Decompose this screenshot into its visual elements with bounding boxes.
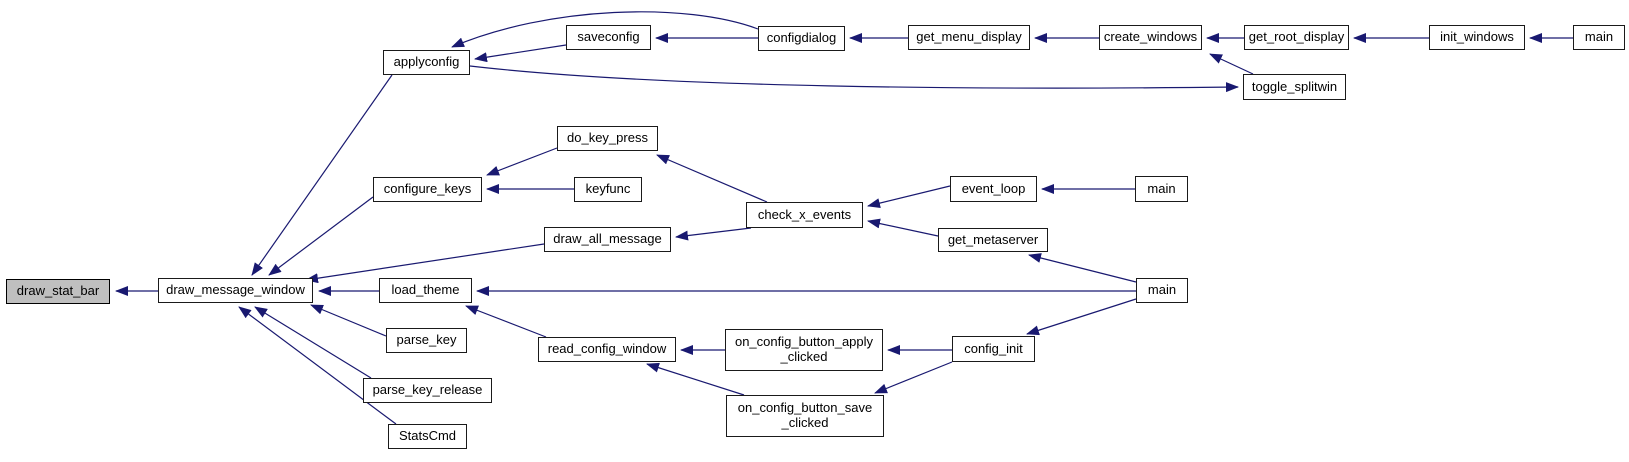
node-configdialog[interactable]: configdialog <box>758 26 845 51</box>
node-main-2[interactable]: main <box>1135 176 1188 202</box>
node-do_key_press[interactable]: do_key_press <box>557 126 658 151</box>
node-parse_key[interactable]: parse_key <box>386 328 467 353</box>
node-draw_message_window[interactable]: draw_message_window <box>158 278 313 303</box>
edge-StatsCmd-to-draw_message_window <box>238 306 397 425</box>
node-StatsCmd[interactable]: StatsCmd <box>388 424 467 449</box>
edge-config_init-to-on_config_button_save_clicked <box>874 361 953 394</box>
node-on_config_button_apply_clicked[interactable]: on_config_button_apply _clicked <box>725 329 883 371</box>
node-applyconfig[interactable]: applyconfig <box>383 50 470 75</box>
node-get_root_display[interactable]: get_root_display <box>1244 25 1349 50</box>
node-read_config_window[interactable]: read_config_window <box>538 337 676 362</box>
node-check_x_events[interactable]: check_x_events <box>746 202 863 228</box>
edge-check_x_events-to-do_key_press <box>656 154 768 203</box>
node-create_windows[interactable]: create_windows <box>1099 25 1202 50</box>
node-get_menu_display[interactable]: get_menu_display <box>908 25 1030 50</box>
edge-check_x_events-to-draw_all_message <box>675 227 752 241</box>
node-on_config_button_save_clicked[interactable]: on_config_button_save _clicked <box>726 395 884 437</box>
edge-draw_all_message-to-draw_message_window <box>305 243 545 284</box>
edge-saveconfig-to-applyconfig <box>474 44 567 63</box>
edge-configdialog-to-applyconfig <box>451 11 759 48</box>
node-keyfunc[interactable]: keyfunc <box>574 177 642 202</box>
node-configure_keys[interactable]: configure_keys <box>373 177 482 202</box>
node-event_loop[interactable]: event_loop <box>950 176 1037 202</box>
node-init_windows[interactable]: init_windows <box>1429 25 1525 50</box>
edge-get_metaserver-to-check_x_events <box>867 218 939 237</box>
node-main-3[interactable]: main <box>1136 278 1188 303</box>
node-main-1[interactable]: main <box>1573 25 1625 50</box>
node-get_metaserver[interactable]: get_metaserver <box>938 228 1048 252</box>
node-config_init[interactable]: config_init <box>952 336 1035 362</box>
node-parse_key_release[interactable]: parse_key_release <box>363 378 492 403</box>
edge-main_3-to-config_init <box>1026 298 1137 336</box>
edge-applyconfig-to-toggle_splitwin <box>469 65 1239 93</box>
node-load_theme[interactable]: load_theme <box>379 278 472 303</box>
edge-event_loop-to-check_x_events <box>867 185 951 209</box>
node-draw_stat_bar: draw_stat_bar <box>6 279 110 304</box>
edge-applyconfig-to-draw_message_window <box>251 74 393 276</box>
edge-main_3-to-get_metaserver <box>1028 253 1137 283</box>
edge-parse_key_release-to-draw_message_window <box>254 306 372 379</box>
edge-read_config_window-to-load_theme <box>465 305 547 338</box>
edge-parse_key-to-draw_message_window <box>310 304 387 337</box>
edge-configure_keys-to-draw_message_window <box>268 196 374 276</box>
edge-on_config_button_save_clicked-to-read_config_window <box>646 362 745 396</box>
edge-toggle_splitwin-to-create_windows <box>1209 53 1254 75</box>
node-draw_all_message[interactable]: draw_all_message <box>544 227 671 252</box>
edge-do_key_press-to-configure_keys <box>486 147 558 176</box>
node-saveconfig[interactable]: saveconfig <box>566 25 651 50</box>
node-toggle_splitwin[interactable]: toggle_splitwin <box>1243 74 1346 100</box>
